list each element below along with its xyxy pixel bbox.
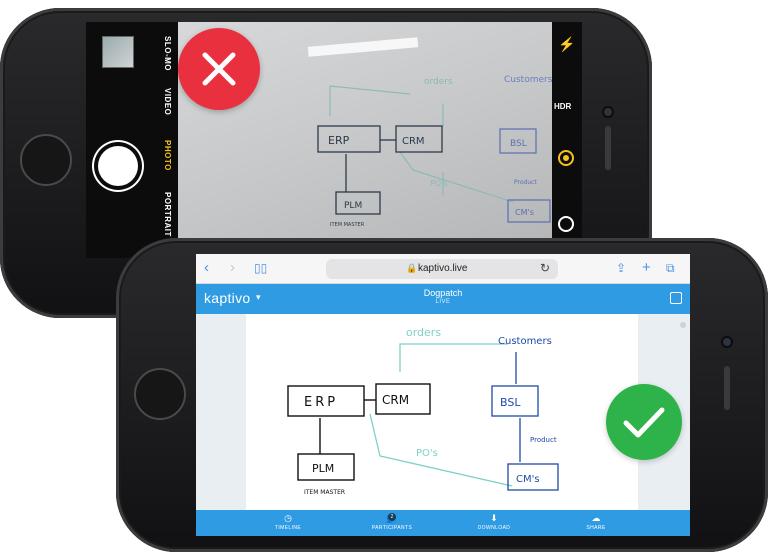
live-photo-icon[interactable] xyxy=(558,150,574,166)
rejected-badge xyxy=(178,28,260,110)
url-text: kaptivo.live xyxy=(418,263,468,274)
timer-icon[interactable] xyxy=(558,216,574,232)
vf-item-master-label: ITEM MASTER xyxy=(330,222,365,228)
camera-right-panel: ⚡ HDR xyxy=(552,22,582,258)
mode-video[interactable]: VIDEO xyxy=(163,88,172,116)
back-icon[interactable]: ‹ xyxy=(204,259,209,276)
kaptivo-bottom-bar: ◷ TIMELINE 2 👥 PARTICIPANTS ⬇ DOWNLOAD ☁… xyxy=(196,510,690,536)
vf-bsl-label: BSL xyxy=(510,139,527,149)
pos-arrow xyxy=(369,413,513,487)
download-label: DOWNLOAD xyxy=(477,525,511,531)
vf-erp-label: ERP xyxy=(328,134,350,147)
vf-cms-label: CM's xyxy=(515,208,534,217)
shutter-button[interactable] xyxy=(98,146,138,186)
home-button[interactable] xyxy=(134,368,186,420)
session-title: Dogpatch xyxy=(423,288,463,298)
participants-count-badge: 2 xyxy=(388,513,396,521)
vf-pos-label: PO's xyxy=(430,179,448,188)
mode-photo[interactable]: PHOTO xyxy=(163,140,172,171)
vf-orders-arrow xyxy=(329,85,411,116)
whiteboard-canvas: orders Customers ERP CRM BSL Product PO'… xyxy=(246,314,638,510)
viewfinder-whiteboard-diagram: orders Customers ERP CRM BSL Product PO'… xyxy=(317,75,552,228)
item-master-label: ITEM MASTER xyxy=(304,489,345,496)
pos-label: PO's xyxy=(416,448,438,459)
vf-customers-label: Customers xyxy=(504,75,552,85)
share-label: SHARE xyxy=(586,525,606,531)
cms-label: CM's xyxy=(516,474,540,485)
camera-screen: SLO-MO VIDEO PHOTO PORTRAIT xyxy=(86,22,582,258)
mode-portrait[interactable]: PORTRAIT xyxy=(163,192,172,237)
tabs-icon[interactable]: ⧉ xyxy=(666,261,675,275)
erp-label: ERP xyxy=(304,395,338,410)
accepted-badge xyxy=(606,384,682,460)
clock-icon: ◷ xyxy=(284,513,292,523)
check-icon xyxy=(623,407,665,438)
vf-cms-box xyxy=(507,199,551,223)
front-camera xyxy=(604,108,612,116)
participants-label: PARTICIPANTS xyxy=(371,525,413,531)
vf-product-label: Product xyxy=(514,179,537,186)
home-button[interactable] xyxy=(20,134,72,186)
browser-screen: ‹ › ▯▯ 🔒 kaptivo.live ↻ ⇪ + ⧉ kaptivo ▾ … xyxy=(196,254,690,536)
participants-button[interactable]: 2 👥 PARTICIPANTS xyxy=(352,513,432,531)
mode-slo-mo[interactable]: SLO-MO xyxy=(163,36,172,71)
lock-icon: 🔒 xyxy=(406,263,418,273)
vf-crm-box xyxy=(395,125,443,153)
bookmarks-icon[interactable]: ▯▯ xyxy=(254,261,268,275)
exit-icon[interactable] xyxy=(670,292,682,304)
download-button[interactable]: ⬇ DOWNLOAD xyxy=(454,513,534,531)
scroll-indicator[interactable] xyxy=(680,322,686,328)
new-tab-icon[interactable]: + xyxy=(642,259,651,276)
camera-mode-selector: SLO-MO VIDEO PHOTO PORTRAIT xyxy=(152,22,172,258)
vf-bsl-box xyxy=(499,128,537,154)
vf-pos-arrow xyxy=(399,151,514,203)
cloud-upload-icon: ☁ xyxy=(591,513,601,523)
forward-icon[interactable]: › xyxy=(230,259,235,276)
crm-box xyxy=(375,383,431,415)
customers-label: Customers xyxy=(498,336,552,347)
hdr-toggle[interactable]: HDR xyxy=(554,102,572,111)
browser-phone: ‹ › ▯▯ 🔒 kaptivo.live ↻ ⇪ + ⧉ kaptivo ▾ … xyxy=(116,238,768,552)
photo-thumbnail[interactable] xyxy=(102,36,134,68)
cms-box xyxy=(507,463,559,491)
earpiece-speaker xyxy=(605,126,611,170)
chevron-down-icon[interactable]: ▾ xyxy=(256,292,261,302)
download-icon: ⬇ xyxy=(490,513,498,523)
vf-orders-label: orders xyxy=(424,77,453,87)
address-bar[interactable]: 🔒 kaptivo.live ↻ xyxy=(326,259,558,279)
vf-plm-label: PLM xyxy=(344,201,362,211)
x-icon xyxy=(202,52,236,86)
timeline-label: TIMELINE xyxy=(274,525,302,531)
earpiece-speaker xyxy=(724,366,730,410)
timeline-button[interactable]: ◷ TIMELINE xyxy=(248,513,328,531)
vf-erp-box xyxy=(317,125,381,153)
reload-icon[interactable]: ↻ xyxy=(539,261,550,275)
orders-arrow xyxy=(399,343,508,372)
vf-crm-label: CRM xyxy=(402,136,425,147)
orders-label: orders xyxy=(406,326,441,339)
whiteboard-diagram: orders Customers ERP CRM BSL Product PO'… xyxy=(287,326,559,496)
session-status: LIVE xyxy=(435,299,451,305)
share-icon[interactable]: ⇪ xyxy=(616,261,627,275)
product-label: Product xyxy=(530,436,557,444)
safari-toolbar: ‹ › ▯▯ 🔒 kaptivo.live ↻ ⇪ + ⧉ xyxy=(196,254,690,284)
flash-off-icon[interactable]: ⚡ xyxy=(558,36,576,52)
share-button[interactable]: ☁ SHARE xyxy=(556,513,636,531)
plm-box xyxy=(297,453,355,481)
kaptivo-logo[interactable]: kaptivo xyxy=(204,290,251,306)
kaptivo-header: kaptivo ▾ Dogpatch LIVE xyxy=(196,284,690,314)
plm-label: PLM xyxy=(312,462,334,475)
vf-plm-box xyxy=(335,191,381,215)
bsl-box xyxy=(491,385,539,417)
crm-label: CRM xyxy=(382,393,409,407)
camera-controls-panel: SLO-MO VIDEO PHOTO PORTRAIT xyxy=(86,22,178,258)
bsl-label: BSL xyxy=(500,396,521,409)
front-camera xyxy=(723,338,731,346)
erp-box xyxy=(287,385,365,417)
